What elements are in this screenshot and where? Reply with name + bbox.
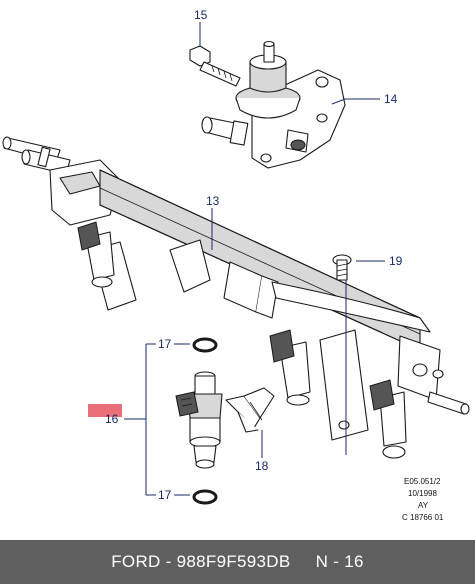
part-info-footer: FORD - 988F9F593DB N - 16 [0, 540, 475, 584]
reference-line-3: AY [418, 501, 429, 510]
fuel-pressure-regulator [201, 40, 346, 169]
bolt-19 [332, 254, 352, 281]
bolt-15 [189, 45, 241, 87]
callout-17-lower: 17 [158, 488, 172, 502]
fuel-rail-exploded-diagram: 15 14 13 19 17 16 18 17 E05.051/2 10/199… [2, 8, 470, 522]
callout-15: 15 [194, 8, 208, 22]
reference-line-4: C 18766 01 [402, 513, 444, 522]
footer-part-number: 988F9F593DB [176, 552, 291, 571]
o-ring-17-upper [192, 337, 218, 353]
footer-brand: FORD [111, 552, 161, 571]
callout-16-highlight [88, 404, 122, 417]
callout-14: 14 [384, 92, 398, 106]
footer-position: N - 16 [315, 552, 364, 571]
footer-gap [291, 552, 316, 572]
callout-18: 18 [255, 459, 269, 473]
callout-17-upper: 17 [158, 337, 172, 351]
footer-separator: - [160, 552, 177, 571]
leader-lines [124, 22, 385, 496]
fuel-rail [2, 136, 470, 459]
callout-19: 19 [389, 254, 403, 268]
injector-clip-18 [225, 387, 275, 433]
o-ring-17-lower [192, 489, 218, 505]
fuel-injector-16 [175, 371, 223, 469]
reference-line-2: 10/1998 [408, 489, 437, 498]
callout-13: 13 [206, 194, 220, 208]
callout-16: 16 [105, 412, 119, 426]
reference-line-1: E05.051/2 [404, 477, 441, 486]
